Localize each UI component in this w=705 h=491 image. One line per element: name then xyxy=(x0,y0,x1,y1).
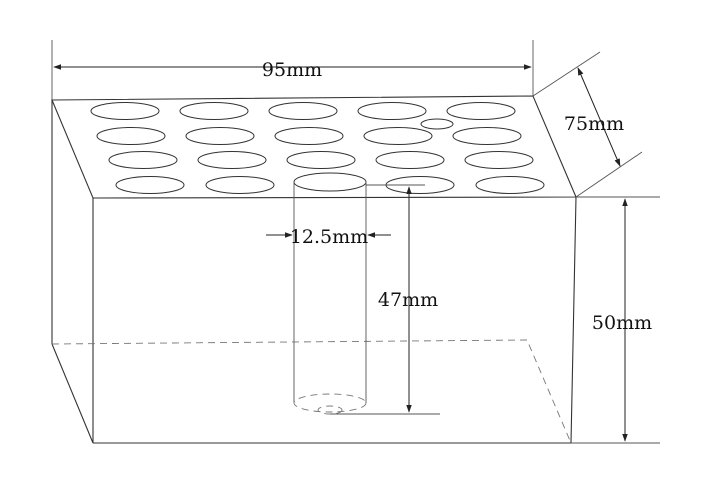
tube-top-ellipse xyxy=(293,172,367,192)
depth-label: 75mm xyxy=(564,113,624,135)
hole xyxy=(90,102,160,120)
hole xyxy=(375,151,445,169)
hole-diameter-label: 12.5mm xyxy=(290,226,368,248)
hole-depth-dimension: 47mm xyxy=(330,184,440,415)
small-hole xyxy=(420,118,454,130)
hole xyxy=(96,127,166,145)
depth-dimension-line xyxy=(577,67,621,167)
hole xyxy=(197,151,267,169)
hole-diameter-dimension: 12.5mm xyxy=(266,226,391,248)
hole-depth-label: 47mm xyxy=(378,289,438,311)
height-dimension: 50mm xyxy=(571,196,660,444)
block-outline xyxy=(51,95,577,444)
hole xyxy=(363,127,433,145)
hole xyxy=(179,102,249,120)
depth-extension-front xyxy=(575,151,643,198)
hole xyxy=(475,176,545,194)
width-dimension: 95mm xyxy=(51,40,534,100)
depth-dimension: 75mm xyxy=(532,51,643,198)
front-right-edge xyxy=(570,196,577,444)
depth-extension-back xyxy=(532,51,601,97)
hole xyxy=(452,127,522,145)
hole xyxy=(115,176,185,194)
hole xyxy=(268,102,338,120)
tube-section xyxy=(293,172,367,415)
hole xyxy=(274,127,344,145)
height-label: 50mm xyxy=(592,312,652,334)
tube-bottom-dimple xyxy=(317,405,343,415)
hole xyxy=(286,151,356,169)
width-label: 95mm xyxy=(262,59,322,81)
hole xyxy=(185,127,255,145)
hole xyxy=(357,102,427,120)
bottom-left-edge xyxy=(51,343,94,444)
hole xyxy=(108,151,178,169)
hole xyxy=(464,151,534,169)
holes-grid xyxy=(90,102,545,194)
tube-bottom-ellipse xyxy=(293,393,367,413)
hidden-bottom-edges xyxy=(51,339,572,444)
hole xyxy=(205,176,275,194)
hole xyxy=(446,102,516,120)
